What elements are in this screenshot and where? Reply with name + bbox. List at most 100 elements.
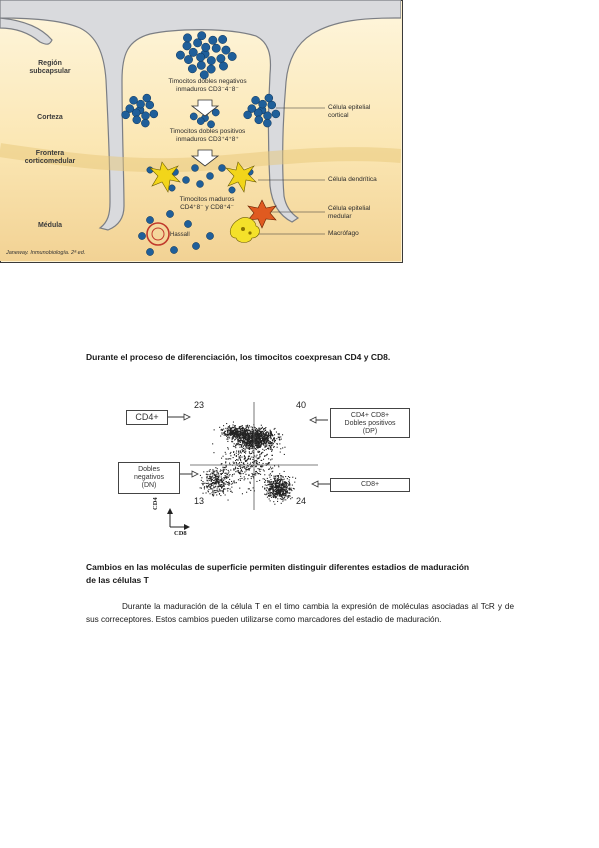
scatter-dot: [208, 488, 210, 490]
scatter-dot: [250, 466, 252, 468]
scatter-dot: [246, 429, 248, 431]
thymocyte: [149, 109, 159, 119]
scatter-dot: [241, 426, 243, 428]
scatter-dot: [244, 458, 246, 460]
scatter-dot: [265, 432, 267, 434]
scatter-dot: [220, 476, 222, 478]
scatter-dot: [284, 487, 286, 489]
arrow-down-2: [190, 149, 220, 167]
scatter-dot: [203, 486, 205, 488]
scatter-dot: [221, 472, 223, 474]
scatter-dot: [269, 483, 271, 485]
scatter-dot: [234, 425, 236, 427]
scatter-dot: [265, 441, 267, 443]
scatter-dot: [246, 444, 248, 446]
scatter-dot: [222, 489, 224, 491]
scatter-dot: [240, 461, 242, 463]
scatter-dot: [268, 437, 270, 439]
scatter-dot: [237, 459, 239, 461]
scatter-dot: [235, 436, 237, 438]
scatter-dot: [284, 489, 286, 491]
thymocyte: [192, 242, 200, 250]
scatter-dot: [287, 495, 289, 497]
scatter-dot: [282, 484, 284, 486]
scatter-dot: [245, 439, 247, 441]
scatter-dot: [257, 473, 259, 475]
scatter-dot: [249, 437, 251, 439]
scatter-dot: [233, 468, 235, 470]
scatter-dot: [237, 468, 239, 470]
scatter-dot: [242, 441, 244, 443]
scatter-dot: [272, 489, 274, 491]
scatter-dot: [220, 435, 222, 437]
scatter-dot: [270, 432, 272, 434]
scatter-dot: [249, 453, 251, 455]
scatter-dot: [237, 436, 239, 438]
scatter-dot: [242, 441, 244, 443]
scatter-dot: [254, 439, 256, 441]
scatter-dot: [242, 427, 244, 429]
scatter-dot: [259, 440, 261, 442]
thymocyte: [183, 33, 192, 43]
scatter-dot: [263, 470, 265, 472]
scatter-dot: [215, 491, 217, 493]
thymocyte: [196, 117, 205, 125]
scatter-dot: [266, 441, 268, 443]
scatter-dot: [243, 479, 245, 481]
scatter-dot: [213, 471, 215, 473]
scatter-dot: [226, 482, 228, 484]
scatter-dot: [232, 433, 234, 435]
scatter-dot: [248, 437, 250, 439]
scatter-dot: [215, 479, 217, 481]
scatter-dot: [251, 440, 253, 442]
scatter-dot: [227, 483, 229, 485]
scatter-dot: [279, 481, 281, 483]
scatter-dot: [249, 481, 251, 483]
scatter-dot: [250, 440, 252, 442]
thymocyte: [188, 47, 198, 57]
scatter-dot: [212, 473, 214, 475]
scatter-dot: [247, 434, 249, 436]
scatter-dot: [239, 430, 241, 432]
scatter-dot: [268, 434, 270, 436]
scatter-dot: [247, 443, 249, 445]
scatter-dot: [263, 441, 265, 443]
scatter-dot: [254, 435, 256, 437]
scatter-dot: [248, 469, 250, 471]
scatter-dot: [288, 481, 290, 483]
scatter-dot: [279, 489, 281, 491]
thymocyte: [206, 172, 214, 180]
thymocyte: [129, 96, 138, 105]
scatter-dot: [218, 478, 220, 480]
scatter-dot: [247, 429, 249, 431]
scatter-dot: [259, 433, 261, 435]
scatter-dot: [238, 434, 240, 436]
scatter-dot: [272, 439, 274, 441]
scatter-dot: [269, 481, 271, 483]
scatter-dot: [253, 426, 255, 428]
scatter-dot: [221, 429, 223, 431]
scatter-dot: [256, 434, 258, 436]
scatter-dot: [213, 452, 215, 454]
scatter-dot: [234, 467, 236, 469]
scatter-dot: [260, 445, 262, 447]
scatter-dot: [262, 439, 264, 441]
scatter-dot: [252, 448, 254, 450]
scatter-dot: [225, 464, 227, 466]
scatter-dot: [244, 466, 246, 468]
scatter-dot: [274, 494, 276, 496]
scatter-dot: [218, 473, 220, 475]
scatter-dot: [245, 442, 247, 444]
scatter-dot: [208, 486, 210, 488]
scatter-dot: [247, 438, 249, 440]
scatter-dot: [252, 426, 254, 428]
scatter-dot: [225, 465, 227, 467]
scatter-dot: [240, 460, 242, 462]
scatter-dot: [221, 428, 223, 430]
scatter-dot: [249, 463, 251, 465]
scatter-dot: [264, 434, 266, 436]
scatter-dot: [251, 466, 253, 468]
scatter-dot: [265, 433, 267, 435]
scatter-dot: [233, 469, 235, 471]
scatter-dot: [280, 486, 282, 488]
